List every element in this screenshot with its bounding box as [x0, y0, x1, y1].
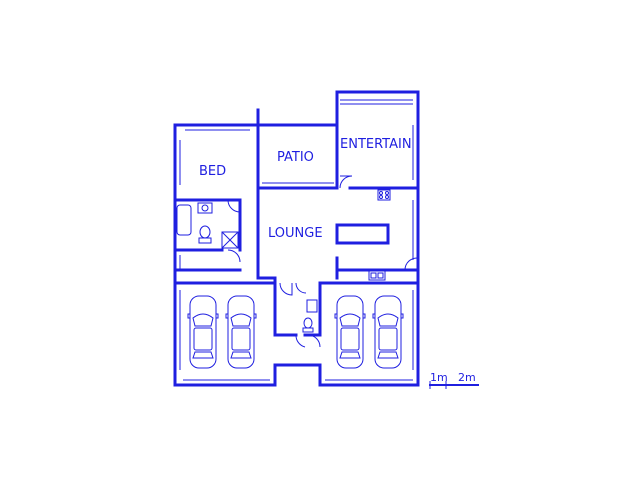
basin-icon [197, 202, 213, 214]
door-swings [227, 175, 419, 348]
basin-icon [306, 299, 318, 313]
car-icon [225, 295, 257, 369]
toilet-icon [198, 225, 212, 244]
door-swing-icon [307, 334, 321, 348]
windows [179, 99, 414, 381]
shower-icon [221, 231, 239, 249]
door-swing-icon [339, 175, 353, 189]
room-label-entertain: ENTERTAIN [340, 137, 412, 152]
scale-bar: 1m 2m [429, 371, 479, 389]
room-label-lounge: LOUNGE [268, 226, 323, 241]
sink-icon [368, 270, 386, 281]
scale-label-2m: 2m [458, 371, 476, 384]
door-swing-icon [279, 282, 293, 296]
door-swing-icon [227, 199, 241, 213]
stove-icon [377, 189, 391, 201]
toilet-icon [302, 317, 314, 333]
room-label-bed: BED [199, 164, 226, 179]
door-swing-icon [404, 257, 419, 271]
door-swing-icon [227, 249, 241, 263]
door-swing-icon [295, 282, 307, 294]
door-swing-icon [295, 334, 306, 348]
exterior-walls [173, 90, 420, 387]
scale-label-1m: 1m [430, 371, 448, 384]
cars [187, 295, 404, 369]
room-label-patio: PATIO [277, 150, 314, 165]
interior-walls [173, 123, 420, 337]
car-icon [187, 295, 219, 369]
car-icon [334, 295, 366, 369]
car-icon [372, 295, 404, 369]
fixtures [176, 189, 391, 333]
bath-icon [176, 204, 192, 236]
